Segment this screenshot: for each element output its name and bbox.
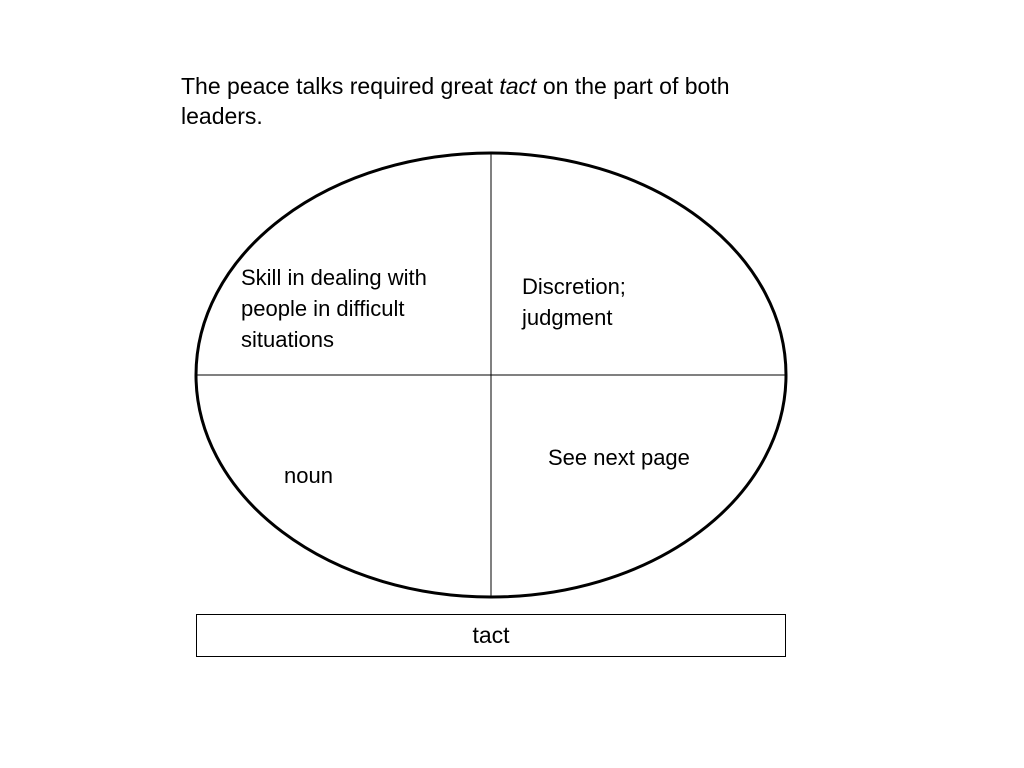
quadrant-part-of-speech: noun xyxy=(284,463,333,488)
sentence-before: The peace talks required great xyxy=(181,73,500,99)
example-sentence: The peace talks required great tact on t… xyxy=(181,71,811,131)
sentence-vocab-word: tact xyxy=(499,73,537,99)
vocab-word-label: tact xyxy=(472,622,510,648)
quadrant-definition: Skill in dealing with people in difficul… xyxy=(241,265,427,352)
sentence-after: on the part of both leaders. xyxy=(181,73,730,129)
quadrant-synonyms: Discretion; judgment xyxy=(522,274,626,330)
vocab-word-box: tact xyxy=(196,614,786,657)
quadrant-see-next-page: See next page xyxy=(548,445,690,470)
